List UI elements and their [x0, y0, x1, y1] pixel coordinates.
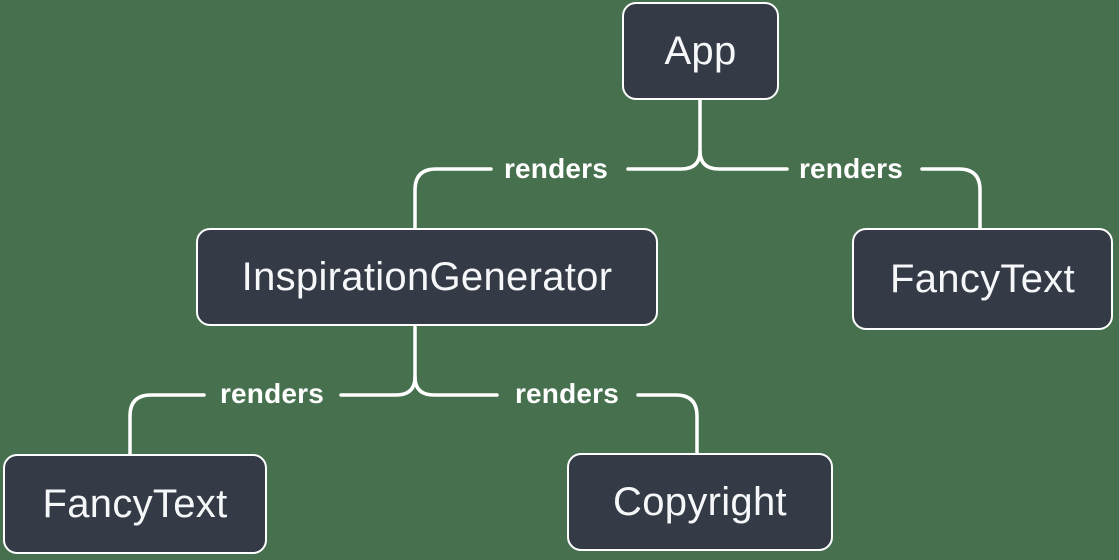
edge-label-app-fancy-text: renders	[798, 153, 904, 184]
edge-label-app-inspiration-generator: renders	[503, 153, 609, 184]
edge-label-ig-copyright: renders	[514, 378, 620, 409]
node-copyright-label: Copyright	[613, 479, 787, 524]
edge-to-copyright	[636, 393, 699, 456]
edge-to-fancy-text-bottom	[128, 393, 206, 457]
node-app: App	[622, 2, 779, 100]
node-copyright: Copyright	[567, 453, 833, 551]
edge-ig-fork-left	[339, 325, 417, 397]
node-inspiration-generator: InspirationGenerator	[196, 228, 658, 326]
node-fancy-text-right-label: FancyText	[890, 256, 1075, 301]
edge-to-inspiration-generator	[413, 167, 493, 231]
edge-label-ig-fancy-text: renders	[219, 378, 325, 409]
node-app-label: App	[664, 28, 737, 73]
node-fancy-text-bottom: FancyText	[3, 454, 267, 554]
node-fancy-text-bottom-label: FancyText	[42, 481, 228, 526]
node-inspiration-generator-label: InspirationGenerator	[241, 254, 613, 299]
edge-app-fork-right	[698, 149, 789, 171]
edge-ig-fork-right	[413, 375, 499, 397]
edge-to-fancy-text-right	[920, 167, 982, 231]
node-fancy-text-right: FancyText	[852, 228, 1113, 330]
edge-app-fork-left	[626, 98, 702, 171]
